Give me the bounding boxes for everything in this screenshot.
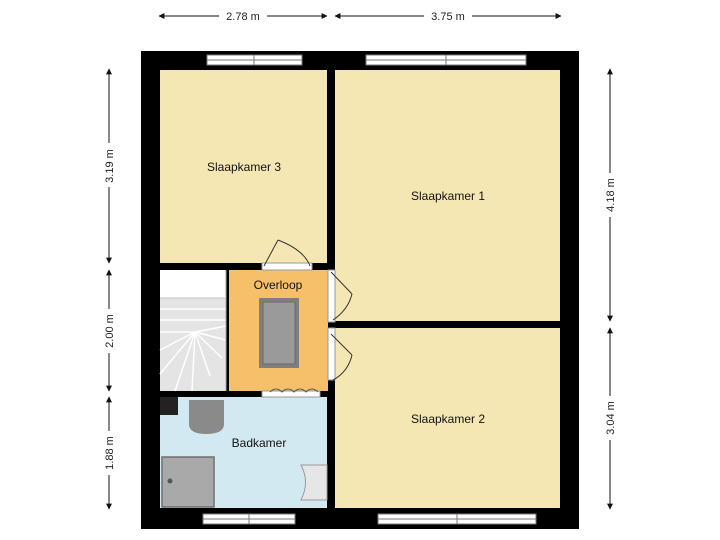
dim-right-bottom: 3.04 m xyxy=(605,401,617,435)
label-slaapkamer-3: Slaapkamer 3 xyxy=(207,160,281,174)
label-overloop: Overloop xyxy=(254,278,303,292)
room-slaapkamer-3 xyxy=(160,70,327,263)
bathroom-fixtures xyxy=(160,397,328,508)
dim-right-top: 4.18 m xyxy=(605,178,617,212)
label-badkamer: Badkamer xyxy=(232,436,287,450)
hatch xyxy=(259,298,299,368)
label-slaapkamer-2: Slaapkamer 2 xyxy=(411,412,485,426)
dim-left-bottom: 1.88 m xyxy=(104,436,116,470)
doors xyxy=(261,239,353,398)
staircase xyxy=(159,270,227,392)
room-slaapkamer-1 xyxy=(335,70,560,321)
dim-top-right: 3.75 m xyxy=(431,11,465,23)
label-slaapkamer-1: Slaapkamer 1 xyxy=(411,189,485,203)
room-slaapkamer-2 xyxy=(335,328,560,508)
dim-left-top: 3.19 m xyxy=(104,149,116,183)
dim-top-left: 2.78 m xyxy=(226,11,260,23)
dim-left-middle: 2.00 m xyxy=(104,314,116,348)
windows xyxy=(202,54,537,525)
